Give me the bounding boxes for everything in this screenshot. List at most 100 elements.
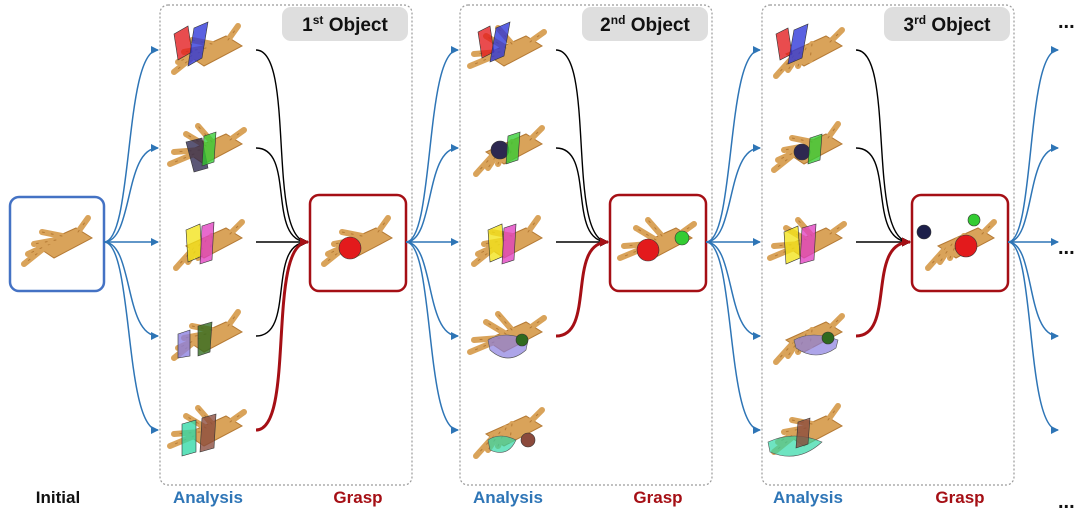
analysis-hand-3-4 (773, 313, 845, 365)
finger-joint (41, 231, 63, 237)
initial-hand (21, 215, 94, 267)
grasp-hand-1 (321, 215, 394, 267)
finger-joint (791, 137, 813, 143)
analysis-hand-3-3 (767, 217, 847, 265)
title-number: 1 (302, 15, 313, 36)
contact-plane (505, 131, 521, 165)
finger-segment (467, 53, 497, 69)
finger-joint (227, 311, 239, 327)
title-ordinal: st (313, 13, 324, 27)
contact-plane (489, 21, 511, 63)
title-word: Object (323, 15, 388, 36)
finger-joint (197, 125, 213, 143)
object-sphere (793, 143, 811, 161)
finger-joint (229, 129, 245, 141)
grasp3-to-next-arrow-1 (1007, 46, 1059, 243)
finger-joint (949, 239, 959, 259)
finger-segment (827, 27, 845, 45)
label-analysis-3: Analysis (773, 488, 843, 507)
contact-plane (185, 223, 203, 263)
finger-joint (679, 223, 695, 235)
label-grasp-1: Grasp (333, 488, 382, 507)
candidate-curve-1-2 (255, 147, 309, 247)
finger-segment (773, 339, 797, 365)
grasped-sphere-red (954, 234, 978, 258)
finger-joint (487, 149, 501, 169)
finger-joint (485, 321, 507, 335)
stage-title-badge (282, 7, 408, 41)
stage-1-panel: 1st Object (159, 4, 413, 486)
finger-joint (341, 231, 363, 237)
grasped-sphere-green (967, 213, 981, 227)
grasp2-to-analysis-arrow-1 (705, 46, 761, 243)
title-ordinal: rd (914, 13, 926, 27)
object-bowl (487, 435, 517, 453)
label-analysis-1: Analysis (173, 488, 243, 507)
contact-plane (487, 223, 505, 263)
finger-segment (527, 407, 545, 425)
finger-segment (227, 219, 245, 237)
selected-grasp-curve-2 (555, 237, 609, 338)
finger-joint (227, 25, 239, 41)
grasp3-to-next-arrow-2 (1007, 144, 1059, 243)
analysis-hand-2-5 (473, 407, 545, 459)
title-number: 2 (600, 15, 611, 36)
finger-segment (527, 125, 545, 143)
initial-to-analysis-arrow-2 (103, 144, 159, 243)
stage-2-title: 2nd Object (600, 13, 690, 36)
grasped-sphere-navy (916, 224, 932, 240)
finger-joint (529, 317, 545, 329)
analysis-hand-3-2 (771, 121, 844, 173)
initial-to-analysis-arrow-1 (103, 46, 159, 243)
candidate-curve-1-4 (255, 237, 309, 337)
grasp2-to-analysis-arrow-2 (705, 144, 761, 243)
contact-plane (807, 133, 823, 165)
finger-joint (77, 217, 89, 233)
finger-segment (807, 41, 815, 63)
grasp3-to-next-arrow-5 (1007, 241, 1059, 434)
label-grasp-2: Grasp (633, 488, 682, 507)
analysis-hand-1-5 (167, 405, 247, 457)
analysis-hand-2-1 (467, 21, 547, 69)
contact-plane (199, 221, 215, 265)
analysis-hand-1-1 (171, 21, 244, 75)
finger-joint (197, 407, 213, 425)
finger-joint (777, 149, 801, 161)
finger-joint (477, 243, 501, 255)
title-number: 3 (904, 15, 915, 36)
finger-joint (939, 243, 953, 263)
grasp-hand-2 (617, 217, 697, 262)
grasp3-to-next-arrow-4 (1007, 241, 1059, 340)
selected-grasp-curve-3 (855, 237, 911, 338)
contact-plane (799, 223, 817, 265)
stage-title-badge (582, 7, 708, 41)
continuation-middle: ... (1058, 237, 1075, 259)
finger-joint (783, 427, 807, 433)
contact-plane (199, 413, 217, 453)
analysis-hand-1-3 (173, 219, 245, 271)
contact-plane (783, 225, 801, 265)
analysis-hand-2-4 (467, 311, 547, 359)
finger-joint (185, 415, 207, 429)
finger-joint (787, 337, 801, 357)
stage-title-badge (884, 7, 1010, 41)
finger-joint (635, 227, 657, 241)
finger-joint (497, 313, 513, 331)
finger-joint (827, 405, 839, 421)
analysis-hand-1-4 (171, 309, 244, 361)
object-sphere (520, 432, 536, 448)
continuation-top: ... (1058, 11, 1075, 33)
grasped-sphere-red (338, 236, 362, 260)
stage-1-title: 1st Object (302, 13, 388, 36)
selected-grasp-curve-1 (255, 237, 309, 432)
finger-joint (829, 223, 845, 235)
object-sphere (821, 331, 835, 345)
finger-joint (827, 123, 839, 139)
finger-joint (229, 411, 245, 423)
finger-segment (827, 313, 845, 331)
analysis-hand-3-5 (767, 403, 844, 457)
label-grasp-3: Grasp (935, 488, 984, 507)
contact-plane (501, 223, 517, 265)
finger-joint (529, 31, 545, 43)
